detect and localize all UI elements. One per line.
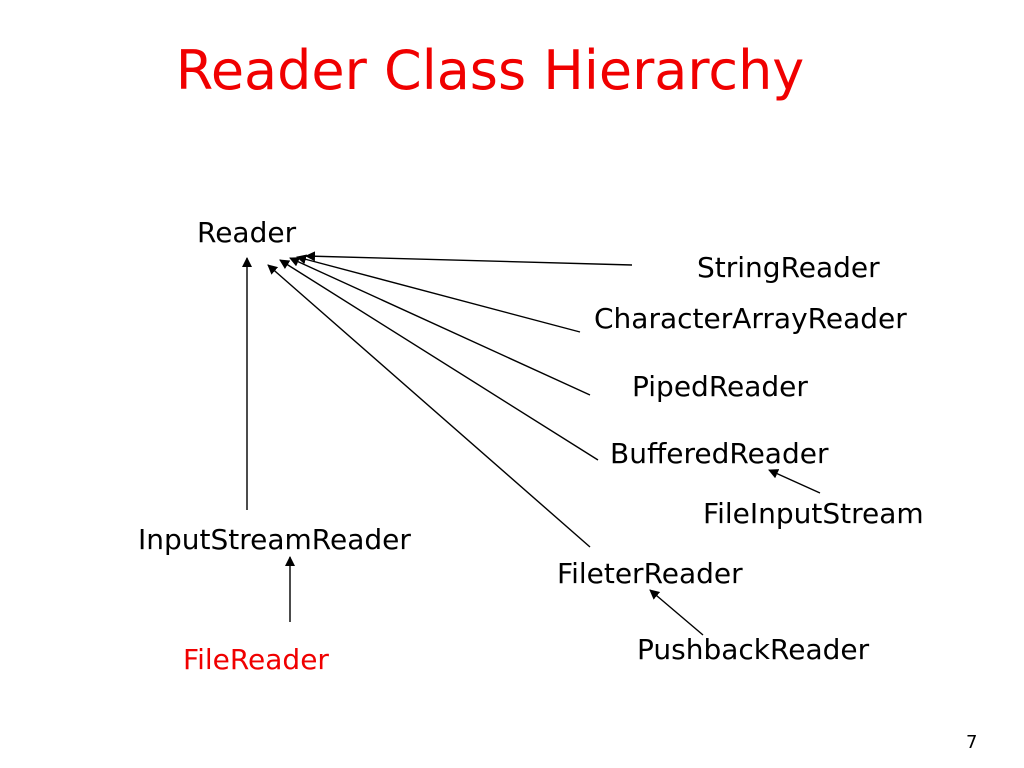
node-buffered-reader: BufferedReader [610,437,829,470]
node-character-array-reader: CharacterArrayReader [594,302,907,335]
node-input-stream-reader: InputStreamReader [138,523,411,556]
arrow-piped-reader-to-reader [289,257,591,396]
node-reader: Reader [197,216,297,249]
page-number: 7 [966,732,978,753]
arrow-fileter-reader-to-reader [267,264,591,548]
node-pushback-reader: PushbackReader [637,633,870,666]
node-file-input-stream: FileInputStream [703,497,924,530]
arrow-pushback-reader-to-fileter-reader [649,589,704,636]
arrow-buffered-reader-to-reader [279,259,599,461]
arrow-file-input-stream-to-buffered-reader [768,469,821,494]
node-piped-reader: PipedReader [632,370,808,403]
slide-title: Reader Class Hierarchy [175,39,805,102]
arrow-string-reader-to-reader [305,251,633,266]
arrow-character-array-reader-to-reader [296,254,581,333]
node-string-reader: StringReader [697,251,880,284]
node-fileter-reader: FileterReader [557,557,743,590]
node-file-reader: FileReader [183,643,329,676]
